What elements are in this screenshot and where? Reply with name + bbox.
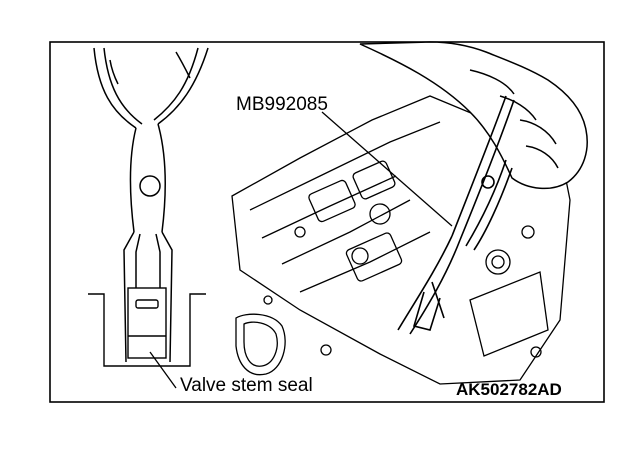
tool-label: MB992085 — [236, 94, 328, 115]
hand-illustration — [359, 41, 588, 190]
seal-leader-line — [149, 351, 177, 389]
cylinder-bore — [88, 287, 206, 367]
cylinder-head — [231, 95, 571, 385]
pivot-icon — [139, 175, 161, 197]
figure-border — [49, 41, 605, 403]
part-label: Valve stem seal — [180, 375, 313, 396]
tool-leader-line — [321, 111, 453, 227]
special-tool — [397, 95, 515, 335]
figure-code: AK502782AD — [456, 380, 562, 399]
